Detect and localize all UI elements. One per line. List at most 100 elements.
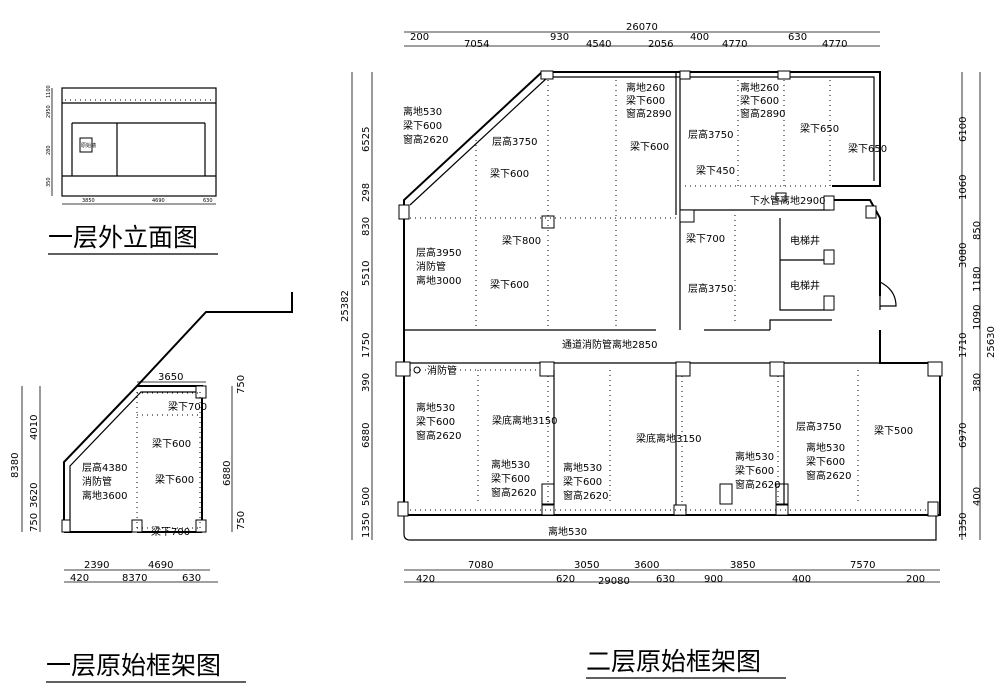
floor1-dim-left-inner-2: 3620 bbox=[29, 483, 40, 508]
floor2-floor-height-a: 层高3750 bbox=[492, 135, 537, 148]
floor2-beam-450: 梁下450 bbox=[696, 164, 735, 177]
floor2-r3-window: 窗高2620 bbox=[563, 489, 608, 502]
floor2-elevator-2: 电梯井 bbox=[790, 279, 820, 292]
elevation-outline bbox=[61, 87, 217, 197]
floor1-dim-left-inner-1: 4010 bbox=[29, 415, 40, 440]
floor2-l1-beam: 梁下600 bbox=[403, 119, 442, 132]
floor2-elevator-1: 电梯井 bbox=[790, 234, 820, 247]
floor2-r5-window: 窗高2620 bbox=[806, 469, 851, 482]
floor2-dim-top-5: 2056 bbox=[648, 39, 673, 50]
floor2-r4-beam: 梁下600 bbox=[735, 464, 774, 477]
floor2-door bbox=[879, 281, 897, 310]
floor1-dim-left-outer: 8380 bbox=[10, 453, 21, 478]
floor2-r1-beam: 梁下600 bbox=[416, 415, 455, 428]
floor2-balcony-label: 离地530 bbox=[548, 525, 587, 538]
title-floor1: 一层原始框架图 bbox=[46, 651, 221, 680]
elevation-dim-bottom-2: 4690 bbox=[152, 198, 165, 204]
floor2-r5-above: 离地530 bbox=[806, 441, 845, 454]
floor2-dim-bottom-4: 3850 bbox=[730, 560, 755, 571]
floor2-l3-above: 离地260 bbox=[740, 81, 779, 94]
floor2-dim-bottom-2: 3050 bbox=[574, 560, 599, 571]
floor2-r1-above: 离地530 bbox=[416, 401, 455, 414]
floor2-above-3000: 离地3000 bbox=[416, 274, 461, 287]
floor2-dim-right-5: 1180 bbox=[972, 267, 983, 292]
elevation-dim-left-1: 1100 bbox=[46, 85, 52, 98]
floor1-dim-bottom-1: 2390 bbox=[84, 560, 109, 571]
floor2-dim-left-7: 6880 bbox=[361, 423, 372, 448]
floor2-floor-height-3950: 层高3950 bbox=[416, 246, 461, 259]
floor2-dim-left-5: 1750 bbox=[361, 333, 372, 358]
floor1-floor-height: 层高4380 bbox=[82, 461, 127, 474]
floor2-dim-left-9: 1350 bbox=[361, 513, 372, 538]
floor2-dim-right-11: 1350 bbox=[958, 513, 969, 538]
floor2-beam-700: 梁下700 bbox=[686, 232, 725, 245]
floor2-l2-window: 窗高2890 bbox=[626, 107, 671, 120]
floor2-dim-right-4: 3080 bbox=[958, 243, 969, 268]
floor2-dim-right-6: 1090 bbox=[972, 305, 983, 330]
floor1-dim-right-2: 6880 bbox=[222, 461, 233, 486]
elevation-door-tag-text: 原始墙 bbox=[81, 142, 96, 149]
floor2-dim-right-2: 1060 bbox=[958, 175, 969, 200]
floor2-dim-left-total: 25382 bbox=[340, 290, 351, 322]
floor2-beam-650-b: 梁下650 bbox=[848, 142, 887, 155]
floor2-l1-above: 离地530 bbox=[403, 105, 442, 118]
floor1-dim-bottom-3: 420 bbox=[70, 573, 89, 584]
elevation-dim-left-4: 350 bbox=[46, 177, 52, 187]
elevation-dim-left-2: 2950 bbox=[46, 105, 52, 118]
floor2-r5-beam: 梁下600 bbox=[806, 455, 845, 468]
floor2-dim-bottom-total: 29080 bbox=[598, 576, 630, 587]
floor1-beam-700-top: 梁下700 bbox=[168, 400, 207, 413]
floor2-beam-500: 梁下500 bbox=[874, 424, 913, 437]
floor1-dim-right-1: 750 bbox=[236, 375, 247, 394]
floor2-dim-right-8: 380 bbox=[972, 373, 983, 392]
floor2-beam-650-a: 梁下650 bbox=[800, 122, 839, 135]
floor2-dim-left-4: 5510 bbox=[361, 261, 372, 286]
floor2-beam-600-c: 梁下600 bbox=[490, 278, 529, 291]
floor2-r3-beam: 梁下600 bbox=[563, 475, 602, 488]
floor2-beam-bottom-b: 梁底离地3150 bbox=[636, 432, 701, 445]
floor2-dim-bottom-7: 620 bbox=[556, 574, 575, 585]
floor2-dim-right-9: 6970 bbox=[958, 423, 969, 448]
floor2-corridor: 通道消防管离地2850 bbox=[562, 338, 657, 351]
floor2-r1-window: 窗高2620 bbox=[416, 429, 461, 442]
elevation-dim-bottom-3: 630 bbox=[203, 198, 213, 204]
floor1-above-floor: 离地3600 bbox=[82, 489, 127, 502]
floor2-dim-top-4: 4540 bbox=[586, 39, 611, 50]
floor2-outer-walls bbox=[403, 71, 941, 516]
floor2-fire-pipe-3: 消防管 bbox=[427, 364, 457, 377]
floor2-dim-bottom-10: 400 bbox=[792, 574, 811, 585]
floor1-dim-right-3: 750 bbox=[236, 511, 247, 530]
floor2-dim-right-1: 6100 bbox=[958, 117, 969, 142]
floor1-dim-bottom-2: 4690 bbox=[148, 560, 173, 571]
floor2-r4-window: 窗高2620 bbox=[735, 478, 780, 491]
floor2-dim-left-6: 390 bbox=[361, 373, 372, 392]
floor2-beam-800: 梁下800 bbox=[502, 234, 541, 247]
floor2-drain-pipe: 下水管离地2900 bbox=[750, 194, 825, 207]
floor2-dim-bottom-1: 7080 bbox=[468, 560, 493, 571]
floor2-dim-top-9: 4770 bbox=[822, 39, 847, 50]
floor2-r3-above: 离地530 bbox=[563, 461, 602, 474]
floor2-fire-pipe-marker bbox=[413, 366, 421, 374]
floor2-dim-bottom-9: 900 bbox=[704, 574, 723, 585]
elevation-dim-bottom-1: 3850 bbox=[82, 198, 95, 204]
elevation-view: 原始墙 1100 2950 280 350 3850 4690 630 bbox=[46, 85, 217, 205]
floor2-l1-window: 窗高2620 bbox=[403, 133, 448, 146]
floor2-plan: 离地530 梁下600 窗高2620 层高3750 梁下600 梁下600 离地… bbox=[340, 22, 997, 587]
floor2-dim-left-3: 830 bbox=[361, 217, 372, 236]
floor2-dim-top-7: 4770 bbox=[722, 39, 747, 50]
floor2-balcony bbox=[403, 515, 937, 541]
floor2-dim-top-1: 200 bbox=[410, 32, 429, 43]
floor2-dim-right-10: 400 bbox=[972, 487, 983, 506]
floor2-dim-bottom-8: 630 bbox=[656, 574, 675, 585]
floor2-l2-above: 离地260 bbox=[626, 81, 665, 94]
floor2-beam-bottom-a: 梁底离地3150 bbox=[492, 414, 557, 427]
floor1-plan: 梁下700 梁下600 梁下600 梁下700 层高4380 消防管 离地360… bbox=[10, 292, 293, 584]
floor2-fire-pipe-2: 消防管 bbox=[416, 260, 446, 273]
floor2-dim-left-1: 6525 bbox=[361, 127, 372, 152]
floor2-floor-height-d: 层高3750 bbox=[796, 420, 841, 433]
floor1-dim-top: 3650 bbox=[158, 372, 183, 383]
elevation-door-tag bbox=[79, 137, 93, 153]
floor2-l2-beam: 梁下600 bbox=[626, 94, 665, 107]
floor2-dim-bottom-6: 420 bbox=[416, 574, 435, 585]
floor2-beam-600-b: 梁下600 bbox=[630, 140, 669, 153]
